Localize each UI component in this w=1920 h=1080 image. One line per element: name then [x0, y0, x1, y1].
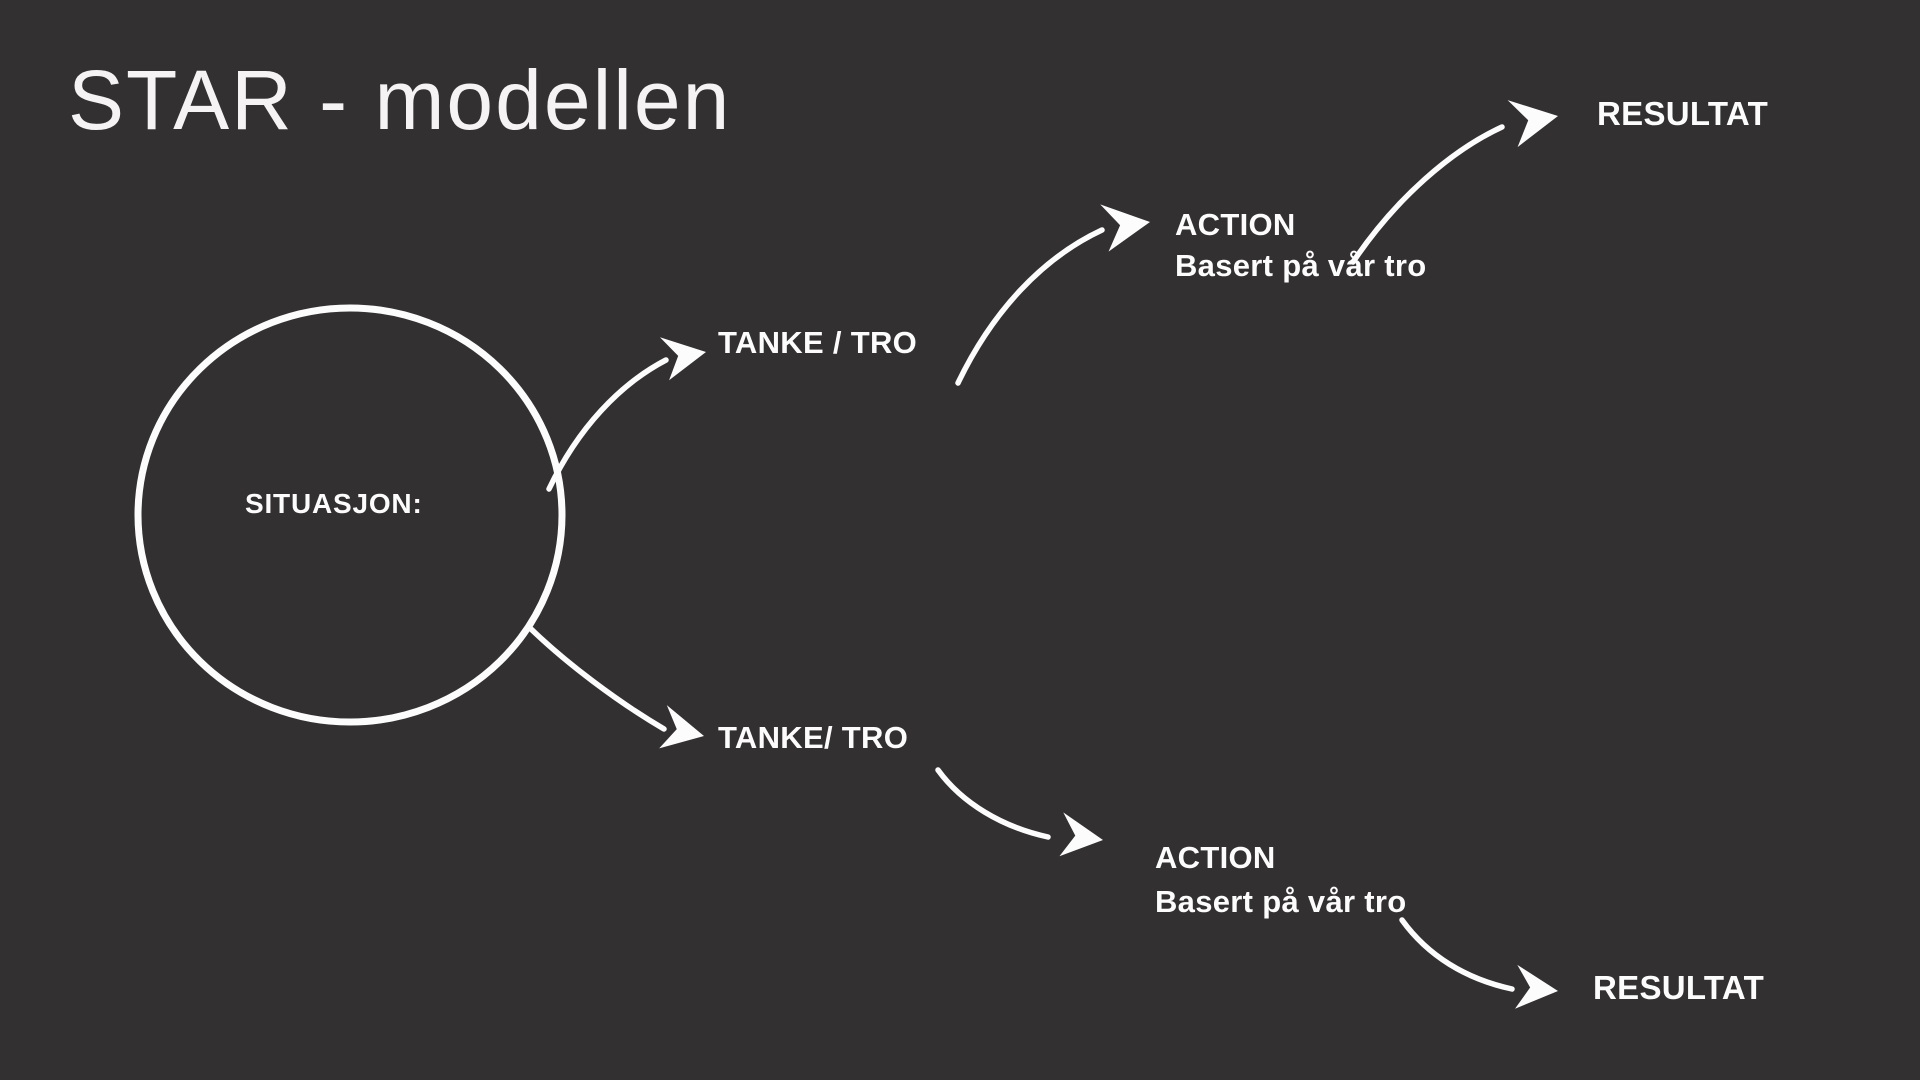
arrow-action-to-result-bottom [1399, 917, 1558, 1009]
page-title: STAR - modellen [68, 53, 732, 147]
action-note-top: Basert på vår tro [1175, 248, 1427, 283]
thought-label-top: TANKE / TRO [718, 325, 918, 360]
result-label-bottom: RESULTAT [1593, 969, 1765, 1006]
arrow-thought-to-action-top [955, 204, 1150, 386]
arrow-thought-to-action-bottom [935, 767, 1103, 857]
arrow-situation-to-thought-bottom [527, 625, 704, 749]
thought-label-bottom: TANKE/ TRO [718, 720, 909, 755]
action-label-bottom: ACTION [1155, 840, 1276, 875]
situation-circle [134, 304, 566, 726]
arrow-situation-to-thought-top [546, 337, 706, 492]
situation-label: SITUASJON: [245, 488, 423, 519]
action-label-top: ACTION [1175, 207, 1296, 242]
action-note-bottom: Basert på vår tro [1155, 884, 1407, 919]
arrow-action-to-result-top [1350, 100, 1558, 265]
result-label-top: RESULTAT [1597, 95, 1769, 132]
